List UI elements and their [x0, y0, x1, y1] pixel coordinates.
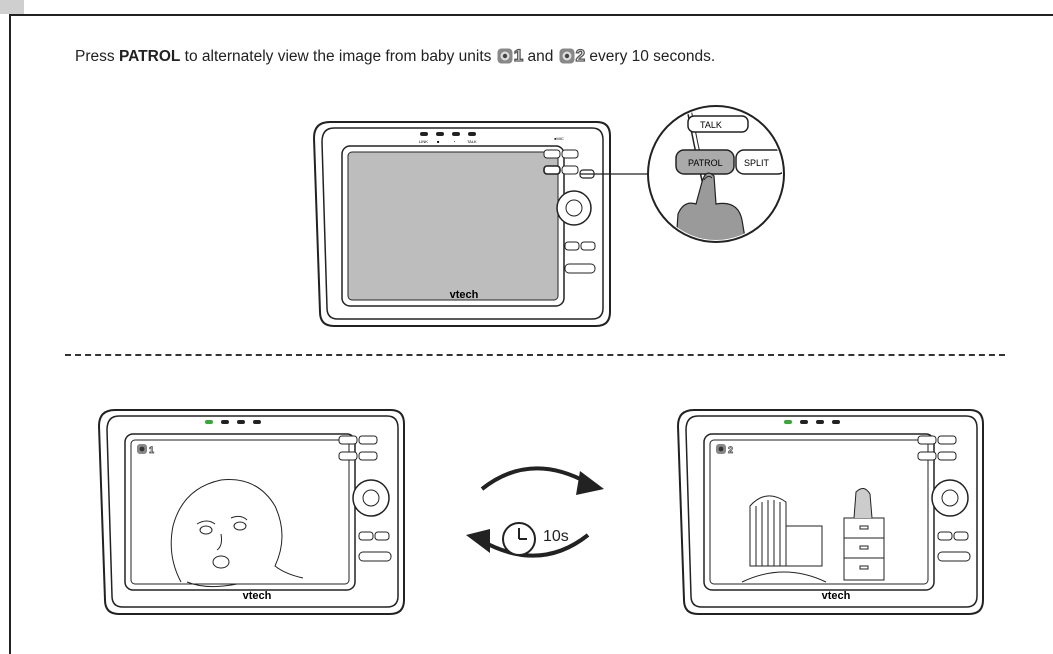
brand-logo: vtech [822, 590, 851, 602]
camera-unit-icon-1 [497, 48, 513, 71]
indicator-label-link: LINK [419, 139, 428, 144]
brand-logo: vtech [243, 590, 272, 602]
mic-label: ●MIC [554, 136, 564, 141]
unit-number-1: 1 [514, 46, 523, 65]
instruction-and: and [523, 48, 557, 65]
callout-patrol-label: PATROL [688, 158, 723, 168]
instruction-middle: to alternately view the image from baby … [180, 48, 495, 65]
patrol-keyword: PATROL [119, 48, 180, 65]
callout-connector [580, 150, 650, 180]
instruction-text: Press PATROL to alternately view the ima… [75, 45, 715, 71]
instruction-suffix: every 10 seconds. [585, 48, 715, 65]
monitor-unit2-view: 2 vtech [676, 406, 986, 618]
page-corner-tab [0, 0, 24, 14]
indicator-label-talk: TALK [467, 139, 477, 144]
screen-unit-number-2: 2 [728, 445, 733, 455]
unit-number-2: 2 [576, 46, 585, 65]
parent-monitor-illustration: LINK ■ ◔ TALK ●MIC vtech [312, 116, 612, 336]
section-divider [65, 354, 1005, 356]
monitor-unit1-view: 1 vtech [97, 406, 407, 618]
clock-icon [500, 520, 538, 558]
callout-talk-label: TALK [700, 120, 722, 130]
screen-unit-number-1: 1 [149, 445, 154, 455]
instruction-prefix: Press [75, 48, 119, 65]
patrol-interval-label: 10s [543, 528, 569, 546]
camera-unit-icon-2 [559, 48, 575, 71]
brand-logo: vtech [450, 289, 479, 301]
callout-split-label: SPLIT [744, 158, 770, 168]
patrol-button-zoom-callout: TALK PATROL SPLIT [646, 104, 786, 244]
